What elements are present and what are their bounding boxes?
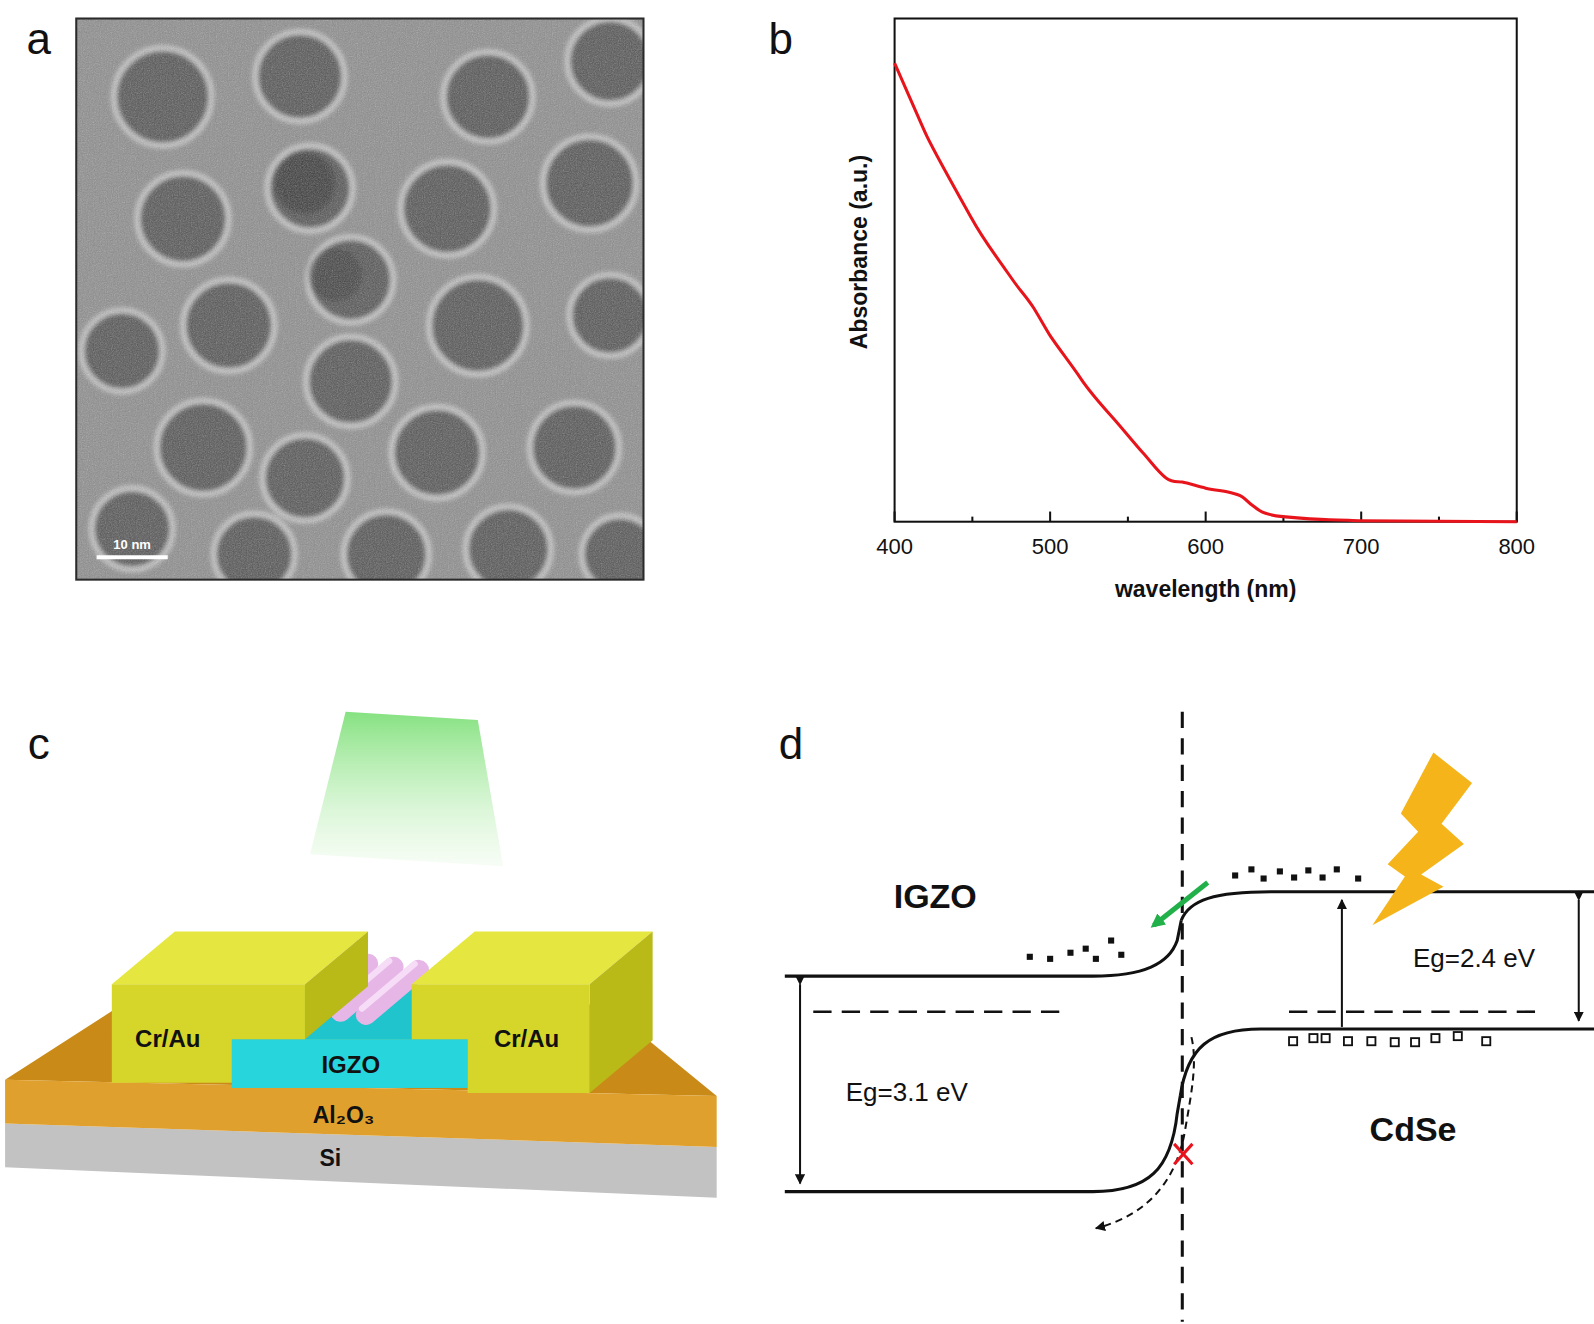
tem-image [76, 19, 643, 580]
tick-label: 700 [1343, 535, 1380, 559]
axis-title: Absorbance (a.u.) [847, 155, 872, 349]
bandgap-label: Eg=2.4 eV [1413, 943, 1535, 972]
material-label: CdSe [1370, 1112, 1457, 1149]
tick-label: 500 [1032, 535, 1069, 559]
scale-label: 10 nm [113, 538, 151, 552]
tick-label: 600 [1187, 535, 1224, 559]
panel-letter: d [779, 720, 803, 768]
bandgap-label: Eg=3.1 eV [846, 1078, 968, 1107]
material-label: IGZO [894, 878, 977, 915]
layer-label: IGZO [321, 1052, 380, 1078]
scale-bar [97, 555, 168, 559]
layer-label: Si [320, 1146, 342, 1171]
layer-label: Cr/Au [494, 1026, 559, 1052]
panel-letter: c [28, 720, 50, 768]
device-schematic [5, 712, 717, 1198]
absorbance-chart [895, 19, 1517, 522]
tick-label: 400 [876, 535, 913, 559]
layer-label: Cr/Au [135, 1026, 200, 1052]
panel-letter: b [768, 14, 792, 62]
panel-letter: a [26, 14, 50, 62]
axis-title: wavelength (nm) [1115, 577, 1296, 602]
tick-label: 800 [1498, 535, 1535, 559]
layer-label: Al₂O₃ [313, 1104, 375, 1129]
band-diagram [785, 712, 1594, 1322]
